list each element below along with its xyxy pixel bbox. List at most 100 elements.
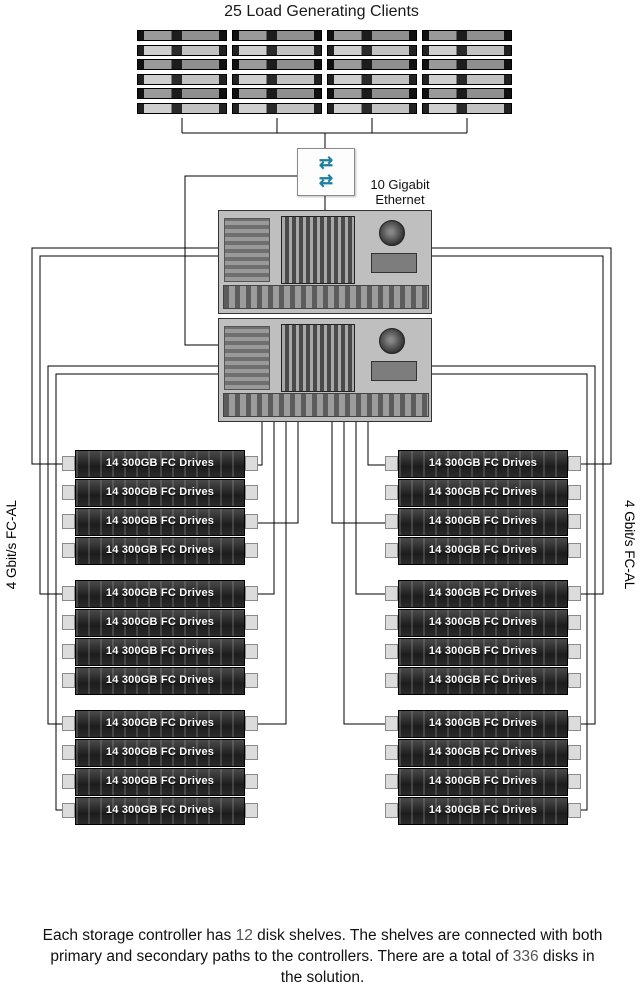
disk-shelf-label: 14 300GB FC Drives <box>428 544 538 556</box>
disk-shelf-label: 14 300GB FC Drives <box>105 674 215 686</box>
disk-shelf-label: 14 300GB FC Drives <box>428 457 538 469</box>
shelf-mount-tab <box>568 673 581 688</box>
ethernet-switch-icon: ⇄ ⇄ <box>297 148 355 196</box>
shelf-mount-tab <box>245 543 258 558</box>
shelf-mount-tab <box>385 644 398 659</box>
client-server-unit <box>422 73 512 85</box>
shelf-mount-tab <box>245 716 258 731</box>
shelf-mount-tab <box>385 514 398 529</box>
client-server-unit <box>232 103 322 114</box>
shelf-mount-tab <box>245 586 258 601</box>
controller-fan-icon <box>379 328 405 354</box>
client-server-unit <box>422 59 512 71</box>
shelf-mount-tab <box>245 615 258 630</box>
fc-al-label-left: 4 Gbit/s FC-AL <box>4 500 19 590</box>
client-server-unit <box>232 44 322 56</box>
client-server-unit <box>137 30 227 41</box>
shelf-drive-bays <box>75 797 245 825</box>
shelf-mount-tab <box>568 514 581 529</box>
shelf-mount-tab <box>62 456 75 471</box>
disk-shelf-label: 14 300GB FC Drives <box>105 457 215 469</box>
caption-part3: disks in the solution. <box>280 947 595 986</box>
shelf-drive-bays <box>398 450 568 478</box>
shelf-drive-bays <box>398 537 568 565</box>
disk-shelf: 14 300GB FC Drives <box>385 450 581 479</box>
shelf-mount-tab <box>385 774 398 789</box>
load-generating-clients <box>137 30 519 120</box>
shelf-mount-tab <box>568 745 581 760</box>
shelf-drive-bays <box>398 739 568 767</box>
shelf-mount-tab <box>568 644 581 659</box>
shelf-drive-bays <box>75 537 245 565</box>
disk-shelf-label: 14 300GB FC Drives <box>105 486 215 498</box>
shelf-mount-tab <box>385 485 398 500</box>
caption-part2: disk shelves. The shelves are connected … <box>50 927 603 965</box>
disk-shelf: 14 300GB FC Drives <box>62 609 258 638</box>
disk-shelf-label: 14 300GB FC Drives <box>428 775 538 787</box>
shelf-mount-tab <box>568 803 581 818</box>
disk-shelf: 14 300GB FC Drives <box>385 797 581 826</box>
shelf-mount-tab <box>245 745 258 760</box>
shelf-drive-bays <box>75 739 245 767</box>
client-server-unit <box>232 73 322 85</box>
shelf-mount-tab <box>245 803 258 818</box>
shelf-mount-tab <box>568 774 581 789</box>
shelf-mount-tab <box>385 615 398 630</box>
controller-io-panel <box>223 393 429 417</box>
shelf-drive-bays <box>75 580 245 608</box>
disk-shelf: 14 300GB FC Drives <box>385 537 581 566</box>
shelf-mount-tab <box>62 543 75 558</box>
shelf-mount-tab <box>245 673 258 688</box>
disk-shelf-label: 14 300GB FC Drives <box>105 804 215 816</box>
disk-shelf: 14 300GB FC Drives <box>385 638 581 667</box>
client-server-unit <box>327 59 417 71</box>
shelf-mount-tab <box>62 774 75 789</box>
disk-shelf: 14 300GB FC Drives <box>385 609 581 638</box>
disk-shelf-label: 14 300GB FC Drives <box>105 775 215 787</box>
disk-shelf: 14 300GB FC Drives <box>62 580 258 609</box>
controller-io-panel <box>223 285 429 309</box>
shelf-drive-bays <box>75 508 245 536</box>
caption-part1: Each storage controller has <box>42 927 236 944</box>
disk-shelf: 14 300GB FC Drives <box>62 768 258 797</box>
shelf-mount-tab <box>62 745 75 760</box>
client-server-unit <box>422 30 512 41</box>
disk-shelf: 14 300GB FC Drives <box>62 479 258 508</box>
shelf-drive-bays <box>398 580 568 608</box>
shelf-mount-tab <box>568 543 581 558</box>
shelf-drive-bays <box>398 797 568 825</box>
disk-shelf-label: 14 300GB FC Drives <box>105 717 215 729</box>
caption-text: Each storage controller has 12 disk shel… <box>40 926 605 989</box>
controller-drive-bay <box>224 326 270 390</box>
client-server-unit <box>137 73 227 85</box>
shelf-mount-tab <box>245 456 258 471</box>
shelf-mount-tab <box>62 644 75 659</box>
disk-shelf: 14 300GB FC Drives <box>62 450 258 479</box>
shelf-drive-bays <box>75 768 245 796</box>
shelf-mount-tab <box>245 774 258 789</box>
shelf-mount-tab <box>385 456 398 471</box>
disk-shelf-label: 14 300GB FC Drives <box>105 645 215 657</box>
controller-drive-bay <box>224 218 270 282</box>
disk-shelf-label: 14 300GB FC Drives <box>428 645 538 657</box>
shelf-drive-bays <box>398 479 568 507</box>
shelf-drive-bays <box>398 667 568 695</box>
shelf-drive-bays <box>75 667 245 695</box>
shelf-mount-tab <box>62 586 75 601</box>
disk-shelf: 14 300GB FC Drives <box>62 710 258 739</box>
disk-shelf: 14 300GB FC Drives <box>62 667 258 696</box>
disk-shelf: 14 300GB FC Drives <box>385 739 581 768</box>
client-server-unit <box>137 59 227 71</box>
shelf-mount-tab <box>245 485 258 500</box>
shelf-mount-tab <box>62 514 75 529</box>
shelf-drive-bays <box>75 450 245 478</box>
shelf-drive-bays <box>75 638 245 666</box>
disk-shelf-label: 14 300GB FC Drives <box>105 515 215 527</box>
shelf-mount-tab <box>568 485 581 500</box>
client-server-unit <box>422 88 512 100</box>
disk-shelf-label: 14 300GB FC Drives <box>105 544 215 556</box>
client-server-unit <box>137 103 227 114</box>
controller-slot-panel <box>281 324 355 392</box>
caption-shelf-count: 12 <box>235 927 253 944</box>
